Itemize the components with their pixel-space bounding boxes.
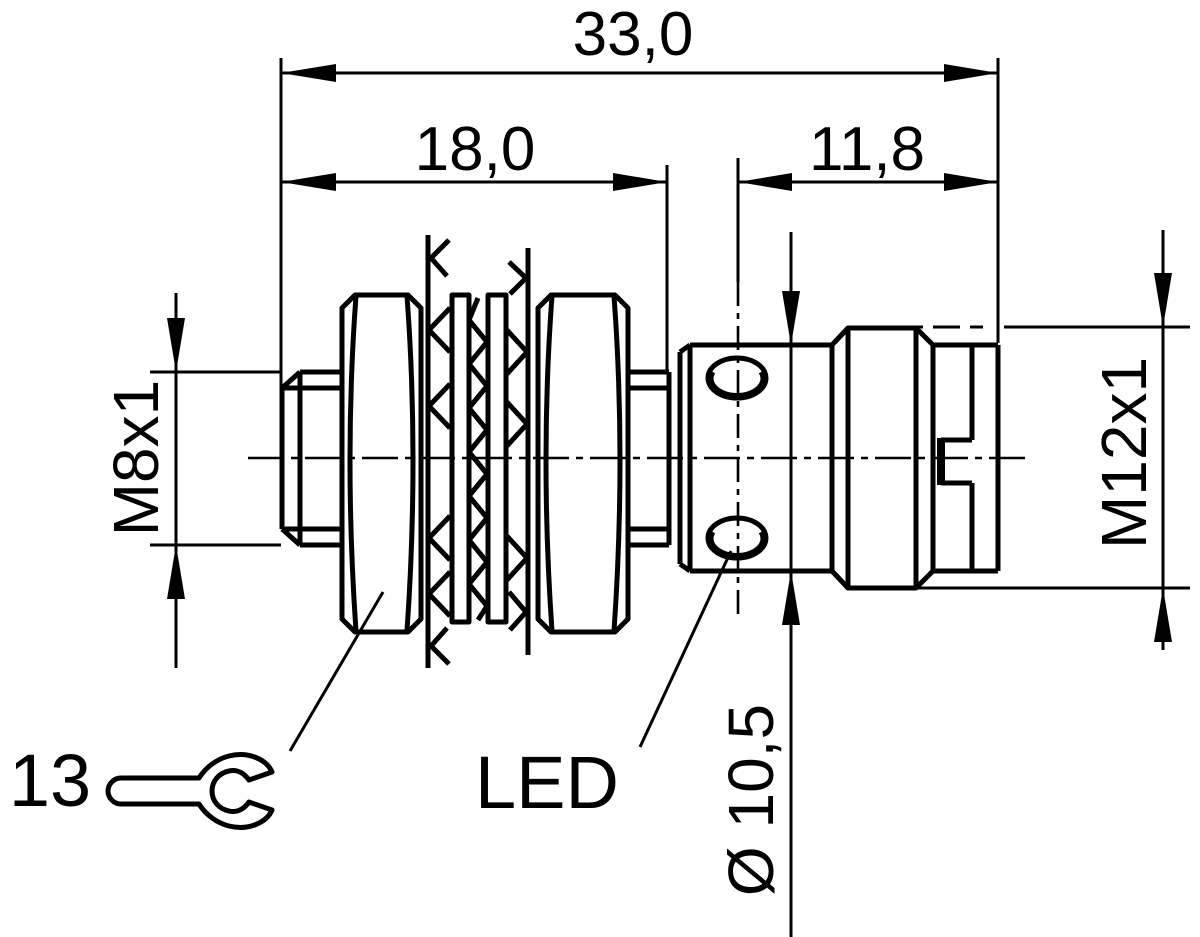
nut-face-curve-left [347, 295, 359, 632]
centerlines [248, 282, 1025, 620]
face-chamfer-top [280, 370, 302, 390]
dim-text-connector-length: 11,8 [809, 115, 925, 184]
leader-line-led [638, 550, 733, 748]
arrow-diameter-top [782, 291, 800, 345]
arrow-diameter-bottom [782, 571, 800, 625]
nut-face-curve-left [543, 295, 555, 632]
sensor-body-outline [279, 235, 1001, 668]
arrow-connector-right [944, 173, 998, 191]
arrow-overall-right [944, 64, 998, 82]
dimension-arrowheads [167, 64, 1172, 642]
arrow-overall-left [281, 64, 336, 82]
arrow-thread-right [613, 173, 667, 191]
nut-face-curve-right [404, 295, 416, 632]
wrench-icon [105, 752, 275, 830]
serration-teeth-right [505, 260, 530, 632]
nut-face-curve-right [611, 295, 623, 632]
led-label: LED [475, 741, 619, 824]
arrow-m8-bottom [167, 545, 185, 599]
dim-text-connector-thread: M12x1 [1088, 357, 1160, 549]
arrow-connector-left [738, 173, 792, 191]
arrow-m12-bottom [1154, 588, 1172, 642]
dim-text-overall-length: 33,0 [573, 0, 694, 69]
face-chamfer-bottom [280, 527, 302, 547]
dim-text-thread-length: 18,0 [415, 115, 536, 184]
serration-teeth-left [426, 238, 452, 666]
leader-line-wrench [288, 591, 385, 752]
arrow-m12-top [1154, 273, 1172, 327]
nut-outline [339, 292, 424, 635]
arrow-m8-top [167, 318, 185, 372]
washer-stack [425, 235, 531, 668]
nut-outline [535, 292, 631, 635]
arrow-thread-left [281, 173, 336, 191]
dim-text-sensor-thread: M8x1 [100, 380, 172, 537]
hex-nut-right [535, 292, 631, 635]
dimension-texts: 33,0 18,0 11,8 M8x1 M12x1 Ø 10,5 LED 13 [9, 0, 1160, 896]
open-end-wrench-shape [105, 752, 275, 830]
serration-teeth-middle [466, 297, 490, 622]
led-window-top-inner-rim [708, 370, 766, 398]
dim-text-housing-diameter: Ø 10,5 [715, 704, 787, 896]
wrench-size-label: 13 [9, 739, 91, 822]
hex-nut-left [339, 292, 424, 635]
